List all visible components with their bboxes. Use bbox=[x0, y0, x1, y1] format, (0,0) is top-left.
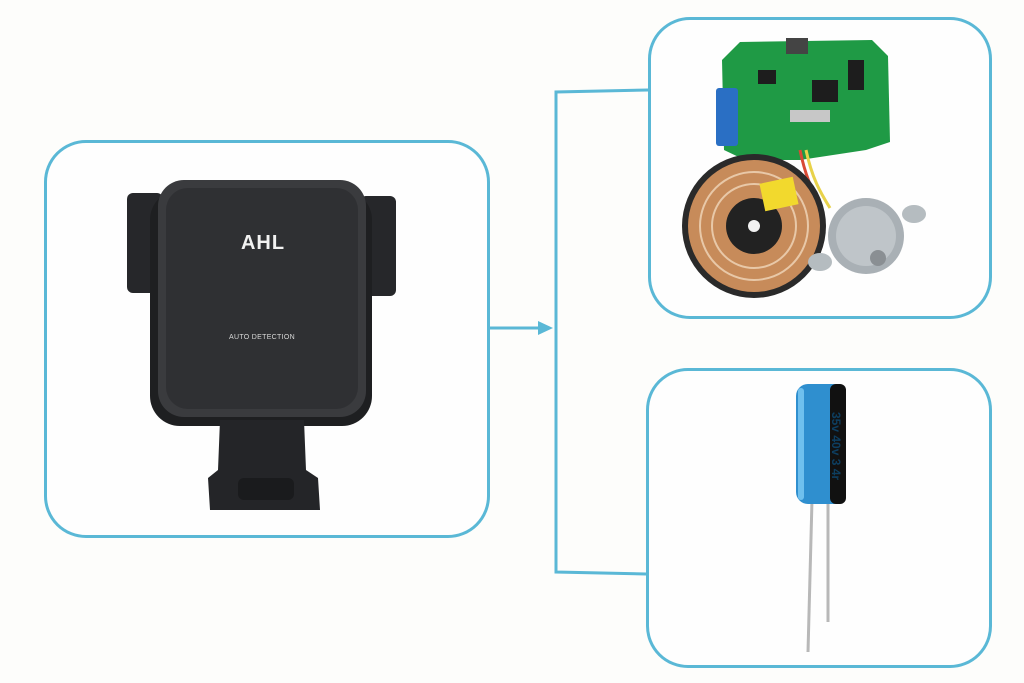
pcb-usb-port bbox=[786, 38, 808, 54]
pcb-board bbox=[722, 40, 890, 160]
motor-tab-right bbox=[902, 205, 926, 223]
stepper-motor-face bbox=[836, 206, 896, 266]
holder-foot-slot bbox=[238, 478, 294, 500]
coil-ring-2 bbox=[711, 183, 797, 269]
pcb-assembly-image bbox=[682, 38, 926, 298]
product-brand-label: AHL bbox=[240, 232, 286, 254]
capacitor-image bbox=[796, 384, 846, 653]
holder-face-inner bbox=[166, 188, 358, 409]
connector-lines bbox=[490, 88, 649, 576]
pcb-connector bbox=[716, 88, 738, 146]
capacitor-highlight bbox=[798, 388, 804, 500]
arrow-head-icon bbox=[538, 321, 553, 335]
bracket-line bbox=[554, 88, 649, 576]
motor-shaft bbox=[870, 250, 886, 266]
pcb-chip-3 bbox=[848, 60, 864, 90]
capacitor-marking-label: 35v 40v 3 4r bbox=[829, 411, 843, 481]
yellow-wire bbox=[804, 149, 832, 209]
motor-tab-left bbox=[808, 253, 832, 271]
product-subtext-label: AUTO DETECTION bbox=[229, 334, 295, 341]
coil-ring-1 bbox=[699, 171, 809, 281]
pcb-chip-1 bbox=[758, 70, 776, 84]
coil-hole bbox=[748, 220, 760, 232]
capacitor-stripe bbox=[830, 384, 846, 504]
pcb-chip-2 bbox=[812, 80, 838, 102]
phone-holder-image bbox=[127, 180, 396, 510]
pcb-chip-4 bbox=[790, 110, 830, 122]
coil-tape bbox=[759, 176, 799, 212]
capacitor-lead-left bbox=[806, 499, 814, 653]
